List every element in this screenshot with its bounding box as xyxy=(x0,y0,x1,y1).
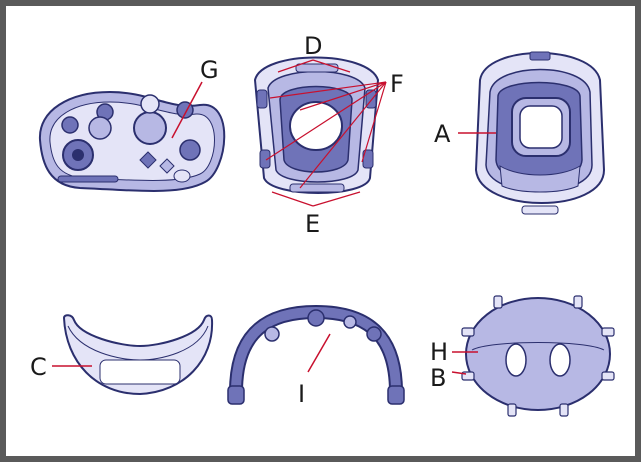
activity-tray-illustration xyxy=(40,92,224,191)
front-panel-illustration xyxy=(64,315,212,394)
label-e: E xyxy=(305,210,320,238)
label-b: B xyxy=(430,364,446,392)
pointer-lines-e xyxy=(272,192,360,206)
label-c: C xyxy=(30,353,47,381)
label-f: F xyxy=(390,70,404,98)
label-h: H xyxy=(430,338,448,366)
pointer-line-i xyxy=(308,334,330,372)
label-a: A xyxy=(434,120,451,148)
fabric-seat-illustration xyxy=(462,296,614,416)
label-g: G xyxy=(200,56,219,84)
walker-top-view-illustration xyxy=(255,58,378,194)
label-i: I xyxy=(298,380,305,408)
label-d: D xyxy=(304,32,322,60)
